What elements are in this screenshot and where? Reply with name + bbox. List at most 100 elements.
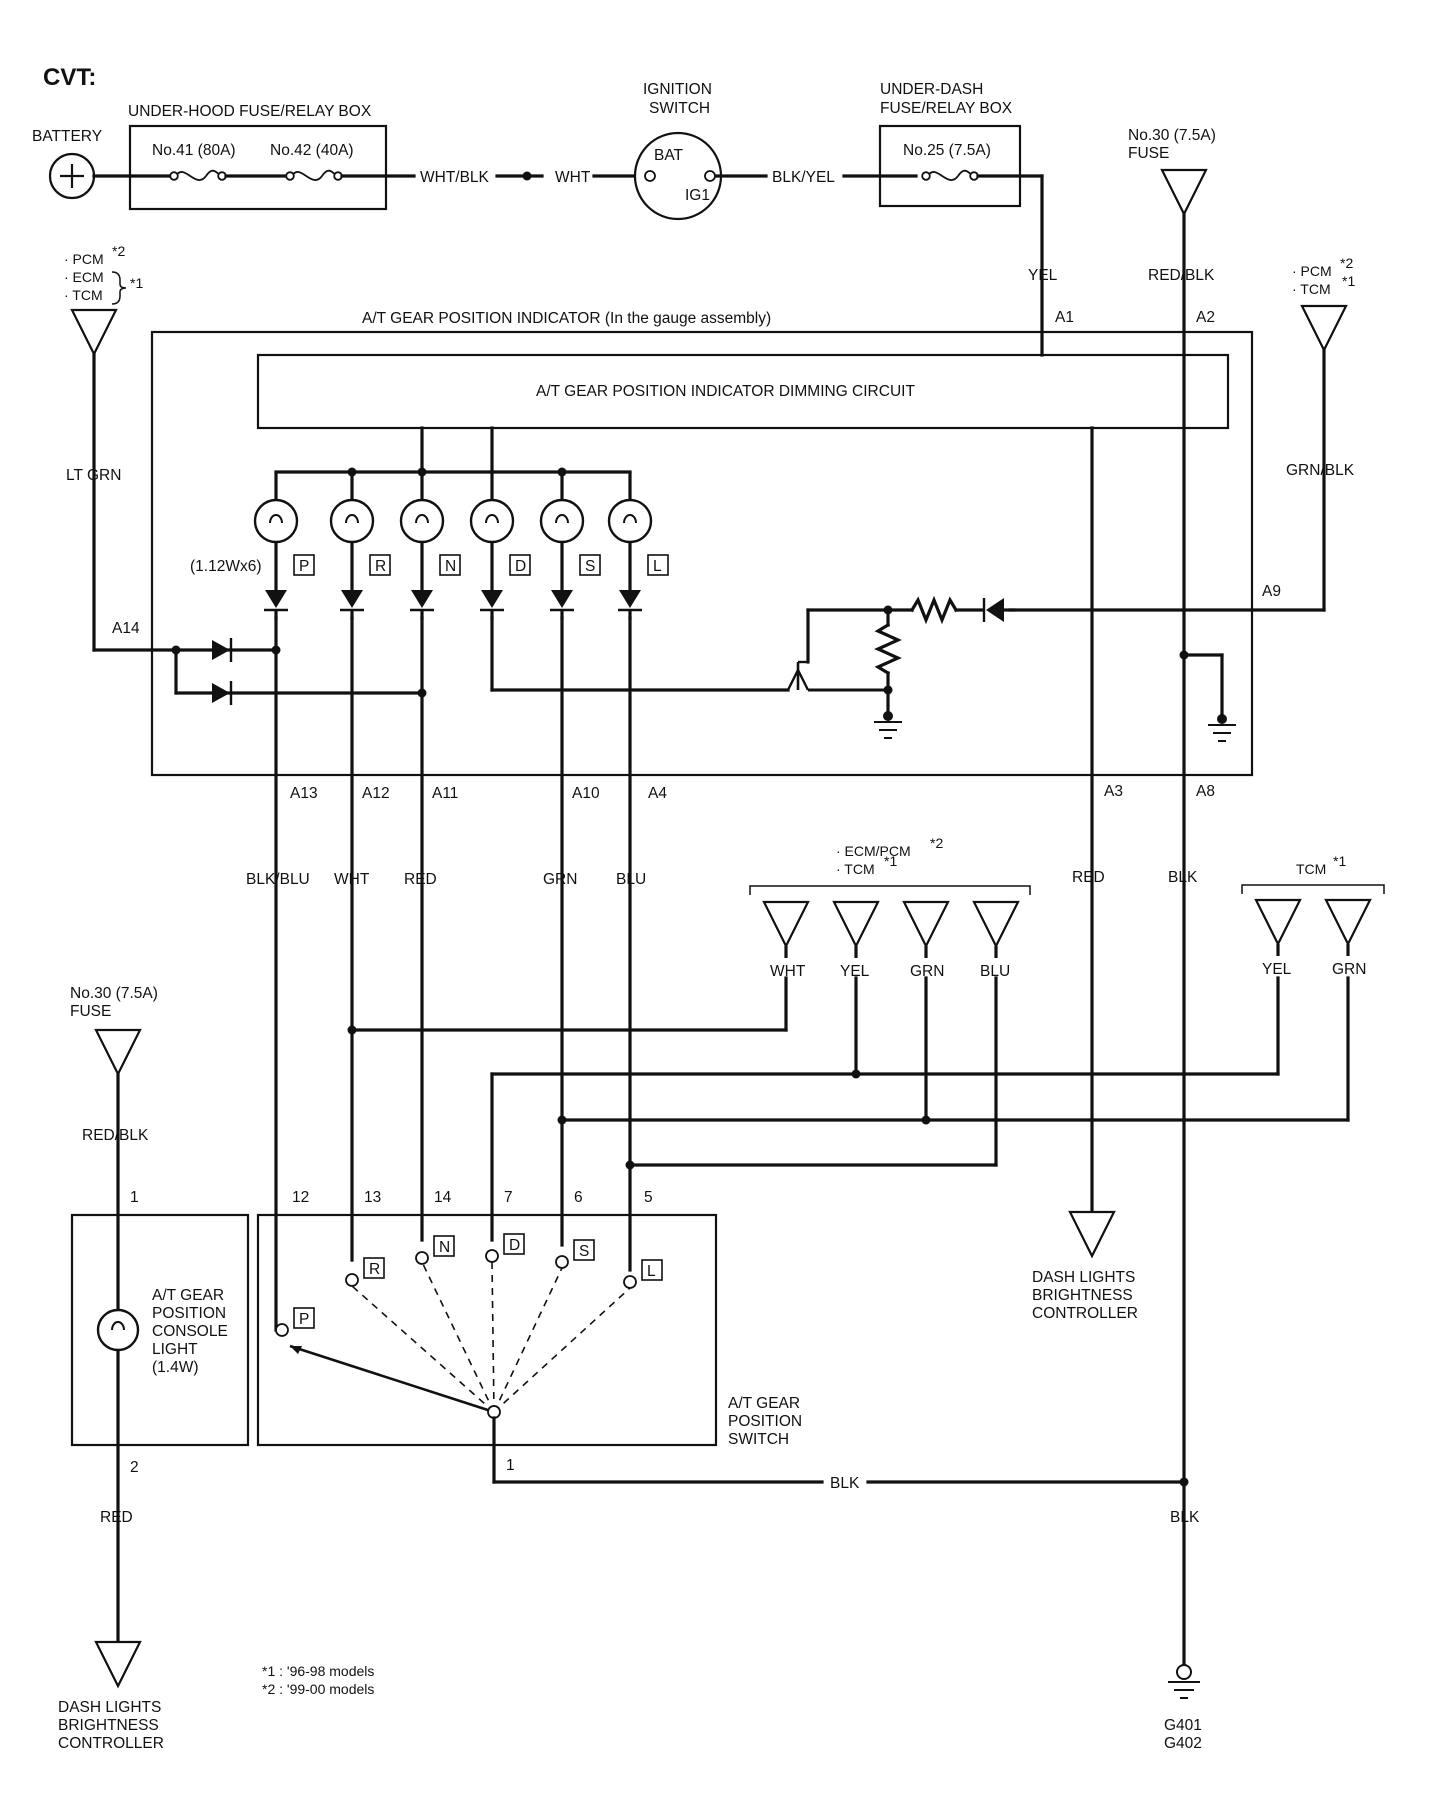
console-light-line4: LIGHT (152, 1341, 198, 1358)
right-ref-pcm-sup: *2 (1340, 255, 1353, 271)
pin-a8-label: A8 (1196, 783, 1215, 800)
console-pin-bottom: 2 (130, 1459, 139, 1476)
fuse-30-top-connector-icon (1160, 168, 1208, 217)
switch-pin-6: 6 (574, 1189, 583, 1206)
underdash-label-2: FUSE/RELAY BOX (880, 100, 1013, 117)
underdash-label-1: UNDER-DASH (880, 81, 983, 98)
ground-g401-label: G401 (1164, 1717, 1202, 1734)
switch-contact-p: P (275, 1307, 315, 1337)
indicator-bulb-r: R (329, 472, 391, 620)
ecm-group-bracket (749, 885, 1031, 895)
indicator-gear-label-r: R (375, 558, 386, 575)
input-diode-icon (982, 598, 1004, 622)
tcm-wire-label-yel: YEL (1262, 961, 1292, 978)
battery-icon (48, 152, 96, 200)
switch-pin-14: 14 (434, 1189, 452, 1206)
dash-controller-right-line1: DASH LIGHTS (1032, 1269, 1135, 1286)
right-ref-tcm: · TCM (1292, 281, 1331, 297)
console-light-box (70, 1213, 250, 1447)
switch-gear-label-d: D (509, 1237, 520, 1254)
diagram-title: CVT: (43, 64, 96, 91)
console-fuse-connector-icon (94, 1028, 142, 1077)
fuse-25-icon (927, 169, 975, 181)
ignition-label-2: SWITCH (649, 100, 710, 117)
indicator-bulb-n: N (399, 472, 461, 620)
switch-contact-s: S (555, 1239, 595, 1269)
fuse-30-top-label-1: No.30 (7.5A) (1128, 127, 1216, 144)
tcm-connector-grn: GRN (1324, 898, 1372, 978)
underdash-fuse-box (878, 124, 1022, 208)
note-1: *1 : '96-98 models (262, 1663, 374, 1679)
ground-g402-label: G402 (1164, 1735, 1202, 1752)
left-ref-tcm: · TCM (64, 287, 103, 303)
switch-contact-r: R (345, 1257, 385, 1287)
switch-contacts: P R N D S L (275, 1233, 663, 1337)
switch-gear-label-s: S (579, 1243, 589, 1260)
wire-lt-grn-label: LT GRN (66, 467, 121, 484)
gear-position-indicator (150, 330, 1254, 777)
transistor-icon (786, 660, 888, 692)
indicator-bulb-l: L (607, 472, 669, 620)
switch-gear-label-n: N (439, 1239, 450, 1256)
pin-a11-label: A11 (432, 785, 458, 802)
fuse-41-label: No.41 (80A) (152, 142, 236, 159)
switch-gear-label-l: L (647, 1263, 656, 1280)
pin-a1-label: A1 (1055, 309, 1074, 326)
dash-controller-left-icon (94, 1640, 142, 1689)
console-light-line1: A/T GEAR (152, 1287, 224, 1304)
left-ref-ecm: · ECM (64, 269, 104, 285)
switch-pin-13: 13 (364, 1189, 381, 1206)
pin-a10-label: A10 (572, 785, 600, 802)
steering-diode-1-icon (212, 638, 233, 662)
dimming-circuit (256, 353, 1230, 430)
ecm-connector-yel: YEL (832, 900, 880, 980)
wire-grn-blk-label: GRN/BLK (1286, 462, 1355, 479)
indicator-gear-label-d: D (515, 558, 526, 575)
ecm-wire-label-yel: YEL (840, 963, 870, 980)
pin-a2-label: A2 (1196, 309, 1215, 326)
wire-yel-top-label: YEL (1028, 267, 1058, 284)
tcm-group-label: TCM (1296, 861, 1326, 877)
steering-diode-2-icon (212, 681, 233, 705)
dimming-circuit-label: A/T GEAR POSITION INDICATOR DIMMING CIRC… (536, 383, 915, 400)
ecm-wire-label-blu: BLU (980, 963, 1010, 980)
indicator-gear-label-l: L (653, 558, 662, 575)
left-ref-pcm: · PCM (64, 251, 104, 267)
ignition-ig1-terminal: IG1 (685, 187, 710, 204)
ecm-group-line2: · TCM (836, 861, 875, 877)
switch-gear-label-p: P (299, 1311, 309, 1328)
switch-contact-n: N (415, 1235, 455, 1265)
battery-label: BATTERY (32, 128, 102, 145)
note-2: *2 : '99-00 models (262, 1681, 374, 1697)
indicator-bulb-p: P (253, 472, 315, 620)
ecm-connector-blu: BLU (972, 900, 1020, 980)
left-ref-pcm-sup: *2 (112, 243, 125, 259)
wire-wht-mid-label: WHT (334, 871, 370, 888)
underhood-box-label: UNDER-HOOD FUSE/RELAY BOX (128, 103, 372, 120)
tcm-group-connectors: YEL GRN (1254, 898, 1372, 978)
wire-blk-yel-label: BLK/YEL (772, 169, 835, 186)
tcm-group-sup: *1 (1333, 853, 1346, 869)
indicator-gear-label-s: S (585, 558, 595, 575)
pin-a14-label: A14 (112, 620, 140, 637)
console-light-line3: CONSOLE (152, 1323, 228, 1340)
switch-gear-label-r: R (369, 1261, 380, 1278)
wire-wht-label: WHT (555, 169, 591, 186)
switch-label-line3: SWITCH (728, 1431, 789, 1448)
resistor-vertical-icon (874, 622, 902, 676)
switch-common-contact (487, 1405, 501, 1419)
ecm-group-line2-sup: *1 (884, 853, 897, 869)
dash-controller-left-line2: BRIGHTNESS (58, 1717, 159, 1734)
console-light-bulb-icon (96, 1308, 140, 1352)
switch-pin-12: 12 (292, 1189, 309, 1206)
pin-a9-label: A9 (1262, 583, 1281, 600)
pin-a3-label: A3 (1104, 783, 1123, 800)
ground-2-icon (1208, 714, 1236, 742)
left-ref-brace (111, 271, 127, 305)
indicator-gear-label-p: P (299, 558, 309, 575)
console-light-line5: (1.4W) (152, 1359, 199, 1376)
console-wire-bottom-label: RED (100, 1509, 133, 1526)
dash-controller-left-line3: CONTROLLER (58, 1735, 164, 1752)
ecm-group-line1-sup: *2 (930, 835, 943, 851)
underhood-fuse-box (128, 124, 388, 211)
